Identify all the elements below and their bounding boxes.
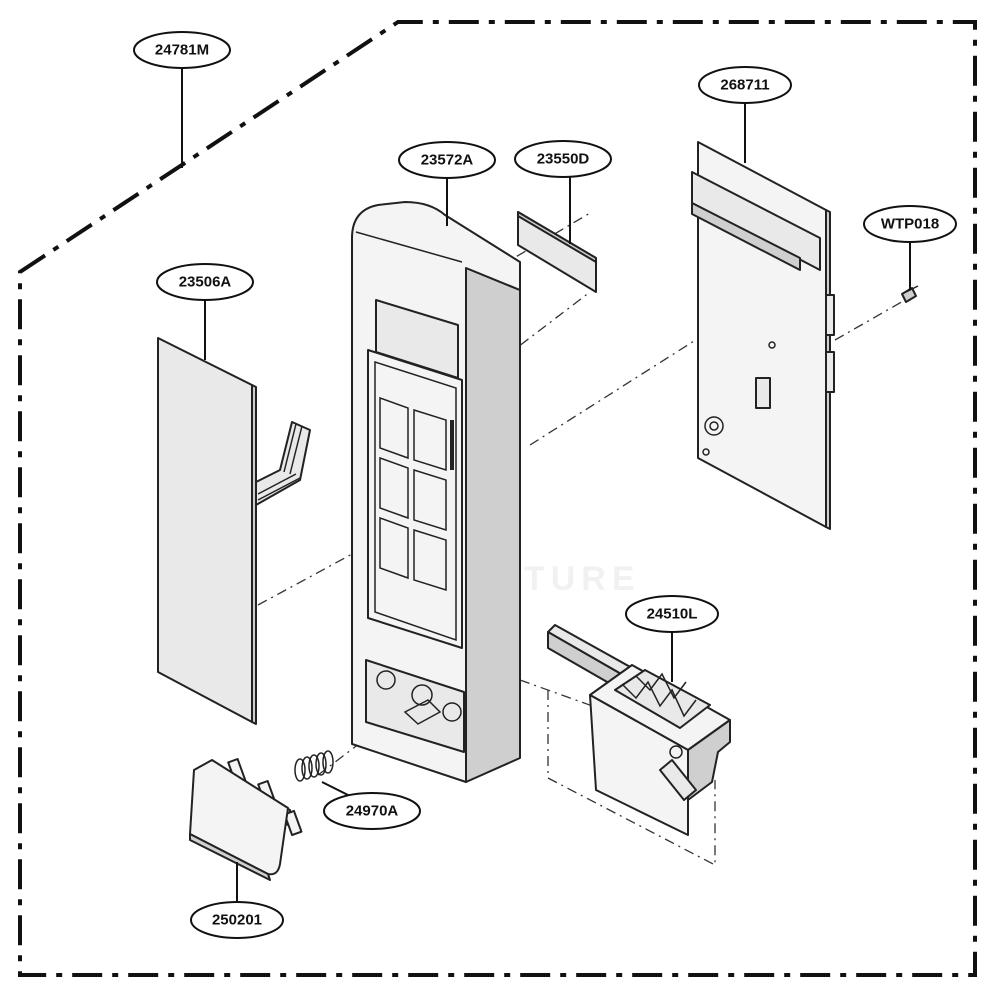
callout-latch: 24510L (625, 595, 719, 633)
callout-screw: WTP018 (863, 205, 957, 243)
callout-label: 23550D (537, 151, 590, 168)
membrane-keypad-sheet (157, 337, 311, 725)
door-open-button (189, 758, 303, 881)
callout-button: 250201 (190, 901, 284, 939)
callout-assembly: 24781M (133, 31, 231, 69)
callout-panel: 23572A (398, 141, 496, 179)
leader-lines (181, 68, 911, 902)
spring (294, 750, 334, 782)
callout-label: WTP018 (881, 216, 939, 233)
callout-label: 24970A (346, 803, 399, 820)
pcb-assembly (691, 141, 835, 530)
callout-window: 23550D (514, 140, 612, 178)
screw (901, 285, 919, 303)
callout-label: 250201 (212, 912, 262, 929)
callout-label: 23506A (179, 274, 232, 291)
callout-label: 23572A (421, 152, 474, 169)
assembly-boundary (18, 20, 977, 977)
callout-label: 24781M (155, 42, 209, 59)
callout-label: 24510L (647, 606, 698, 623)
control-panel (351, 201, 521, 783)
callout-pcb: 268711 (698, 66, 792, 104)
callout-spring: 24970A (323, 792, 421, 830)
door-latch-assembly (547, 624, 731, 836)
callout-label: 268711 (720, 77, 769, 94)
display-window-film (517, 211, 597, 293)
callout-membrane: 23506A (156, 263, 254, 301)
